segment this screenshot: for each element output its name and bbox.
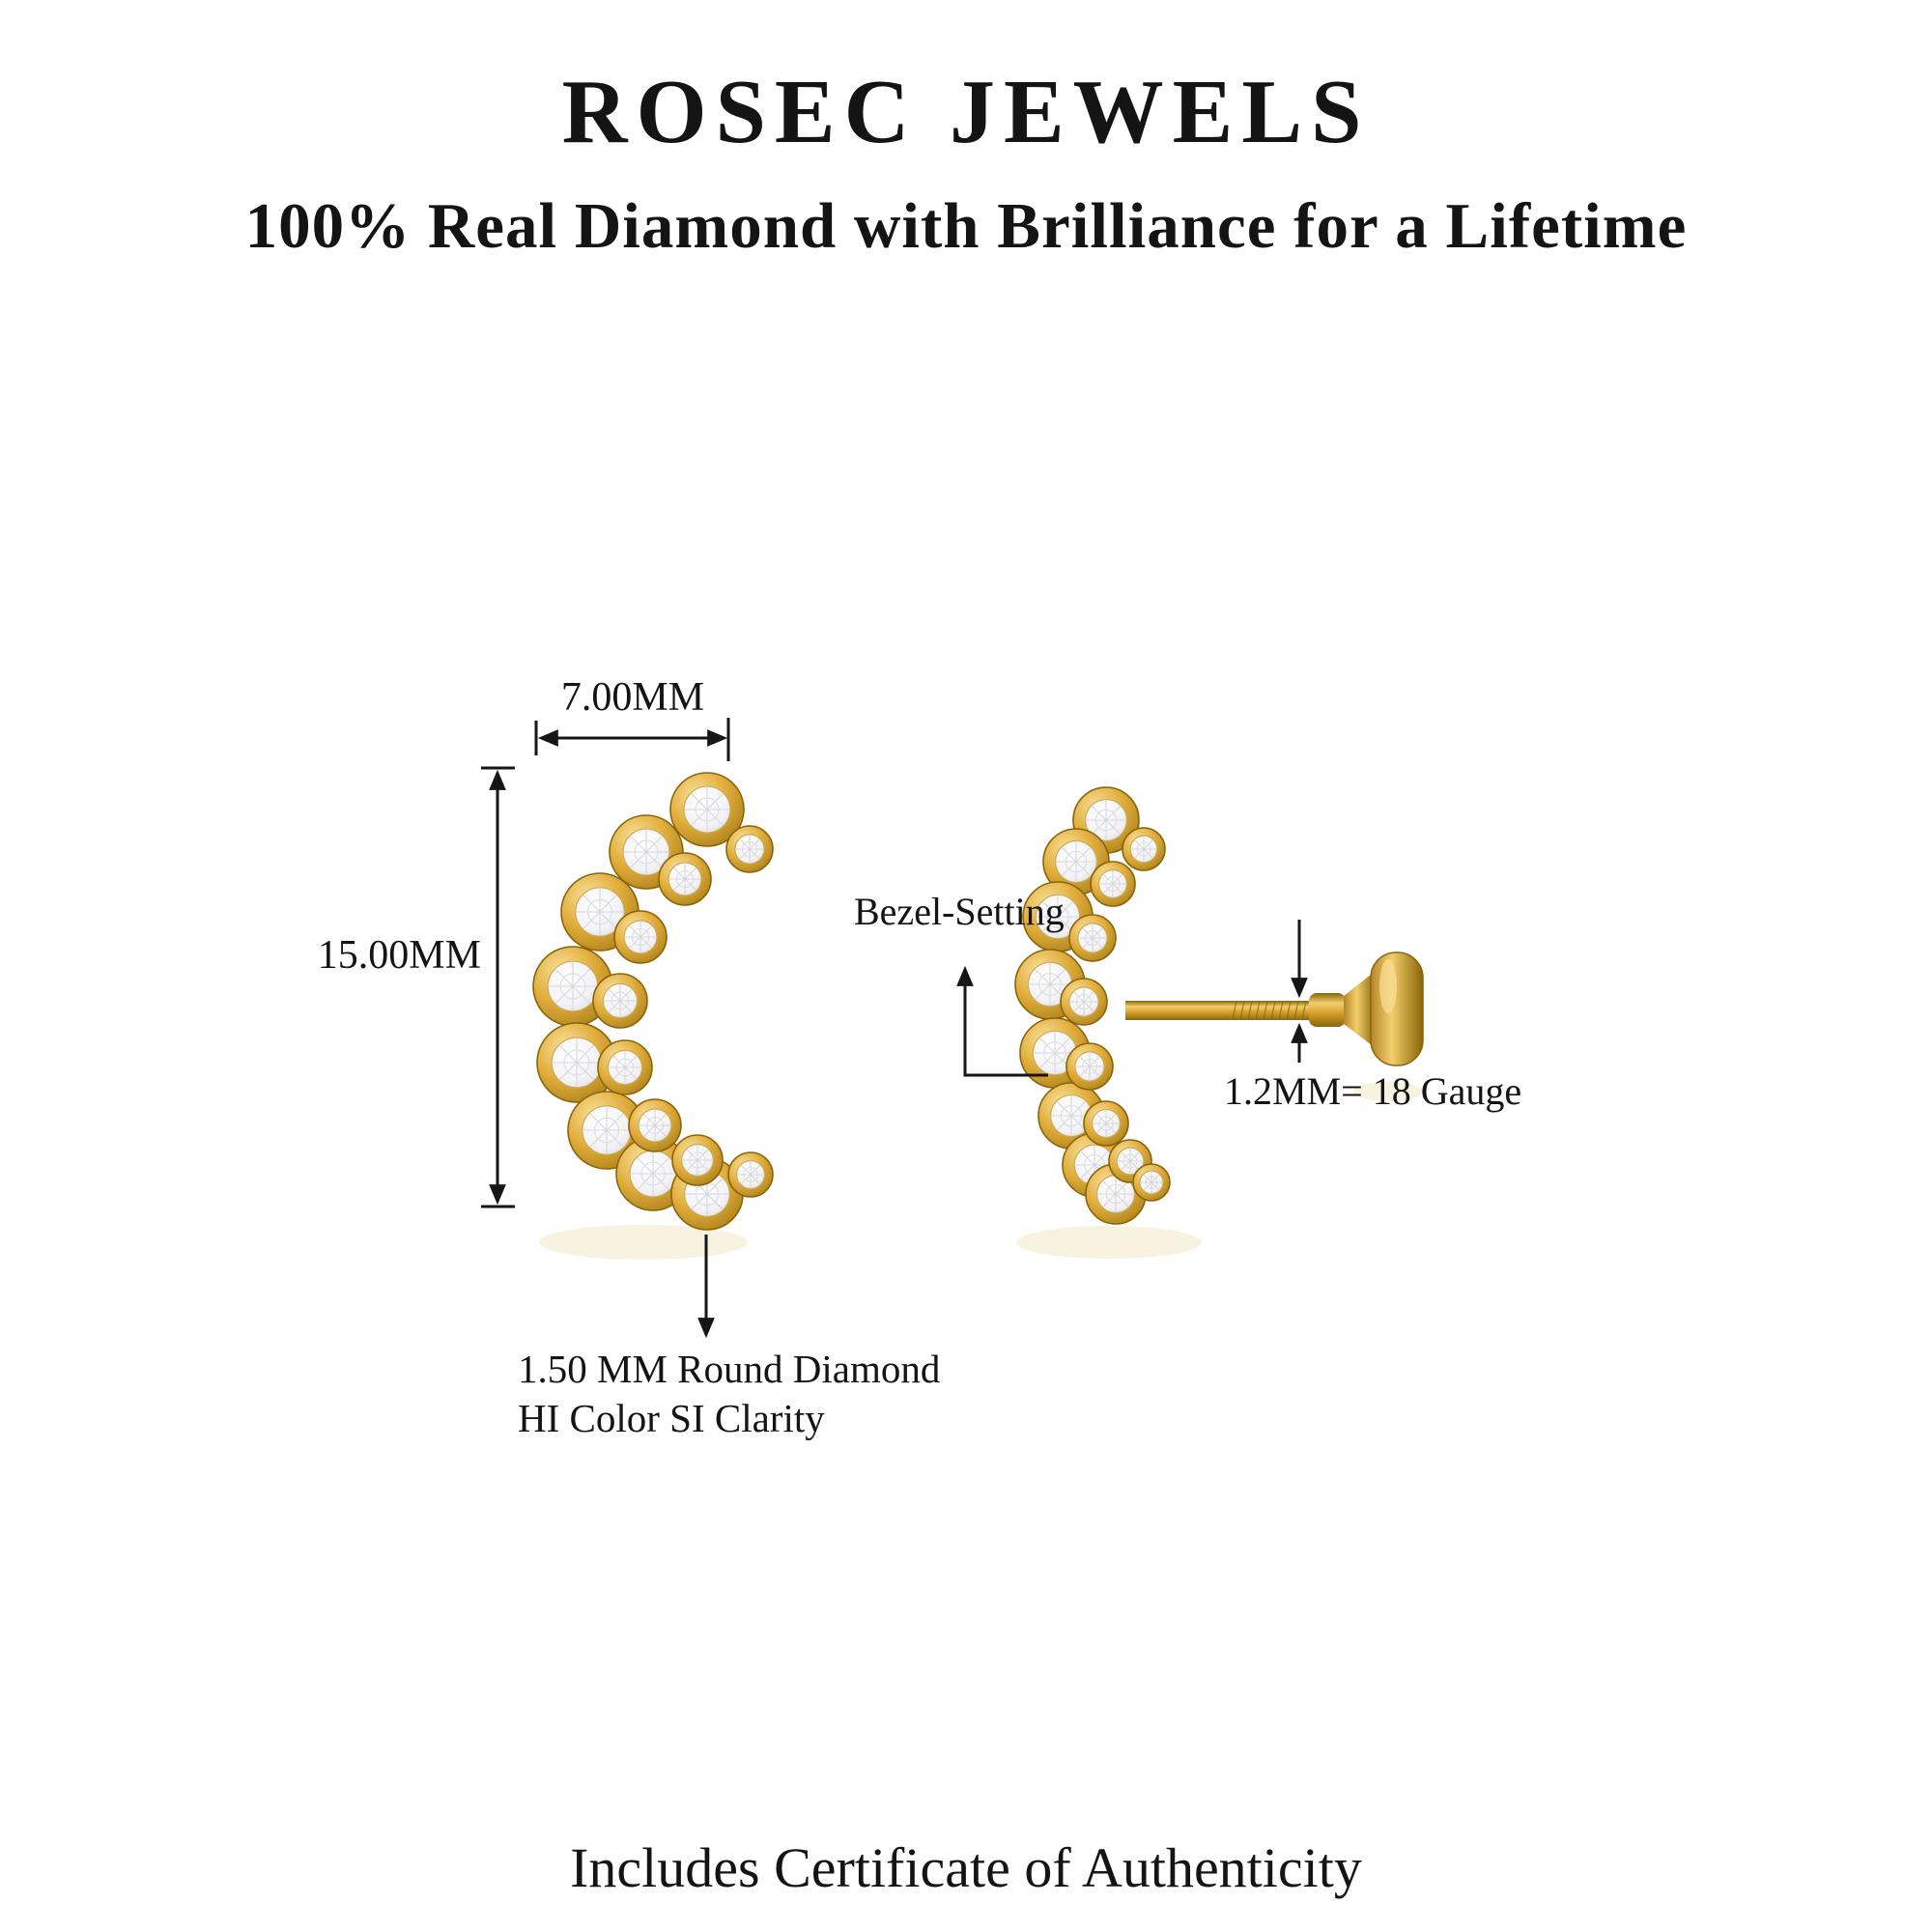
diamond-stone <box>1019 1017 1091 1089</box>
diamond-stone <box>671 1134 724 1186</box>
diamond-stone <box>1083 1100 1129 1147</box>
stone-spec-line1: 1.50 MM Round Diamond <box>518 1347 941 1391</box>
width-dimension-label: 7.00MM <box>560 675 705 720</box>
diamond-stone <box>628 1098 682 1152</box>
diamond-stone <box>597 1039 653 1095</box>
diamond-stone <box>725 825 774 873</box>
stone-spec-line2: HI Color SI Clarity <box>518 1396 825 1441</box>
width-dimension <box>534 718 730 761</box>
disc-highlight <box>1379 959 1397 1013</box>
side-view-stones <box>1014 786 1171 1225</box>
certificate-note: Includes Certificate of Authenticity <box>570 1836 1362 1899</box>
post-bar <box>1125 1001 1315 1020</box>
gauge-label: 1.2MM= 18 Gauge <box>1224 1069 1522 1113</box>
bezel-setting-label: Bezel-Setting <box>854 890 1065 933</box>
post-cone <box>1344 971 1376 1048</box>
height-dimension <box>481 766 515 1208</box>
diamond-stone <box>532 946 613 1027</box>
bezel-arrow-line <box>956 965 1048 1077</box>
labret-post <box>1125 952 1424 1066</box>
diamond-stone <box>1108 1139 1152 1183</box>
reflection-shadows <box>539 1082 1423 1260</box>
front-view-stones <box>532 772 774 1231</box>
height-dimension-label: 15.00MM <box>317 933 481 978</box>
flat-back-disc <box>1370 952 1424 1066</box>
diamond-stone <box>613 910 668 964</box>
diamond-stone <box>1072 786 1140 854</box>
earring-side-view <box>1014 786 1424 1225</box>
diamond-stone <box>1060 978 1108 1026</box>
post-threads <box>1232 1000 1307 1021</box>
brand-title: ROSEC JEWELS <box>561 62 1371 162</box>
diamond-stone <box>1068 914 1117 962</box>
diamond-stone <box>1090 861 1136 907</box>
earring-front-view <box>532 772 774 1231</box>
diamond-stone <box>1122 827 1166 871</box>
diamond-stone <box>658 852 712 906</box>
bezel-setting-arrow <box>956 965 1048 1077</box>
diamond-stone <box>536 1022 617 1103</box>
tagline: 100% Real Diamond with Brilliance for a … <box>244 190 1688 262</box>
reflection-left <box>539 1225 748 1260</box>
post-collar <box>1309 993 1346 1027</box>
diamond-stone <box>592 973 648 1029</box>
diamond-stone <box>669 772 745 847</box>
reflection-disc <box>1353 1082 1423 1101</box>
diamond-stone <box>1132 1163 1171 1202</box>
diamond-stone <box>1065 1042 1114 1091</box>
reflection-right <box>1016 1226 1202 1259</box>
diamond-stone <box>727 1151 774 1198</box>
stone-spec-label: 1.50 MM Round Diamond HI Color SI Clarit… <box>518 1345 940 1444</box>
